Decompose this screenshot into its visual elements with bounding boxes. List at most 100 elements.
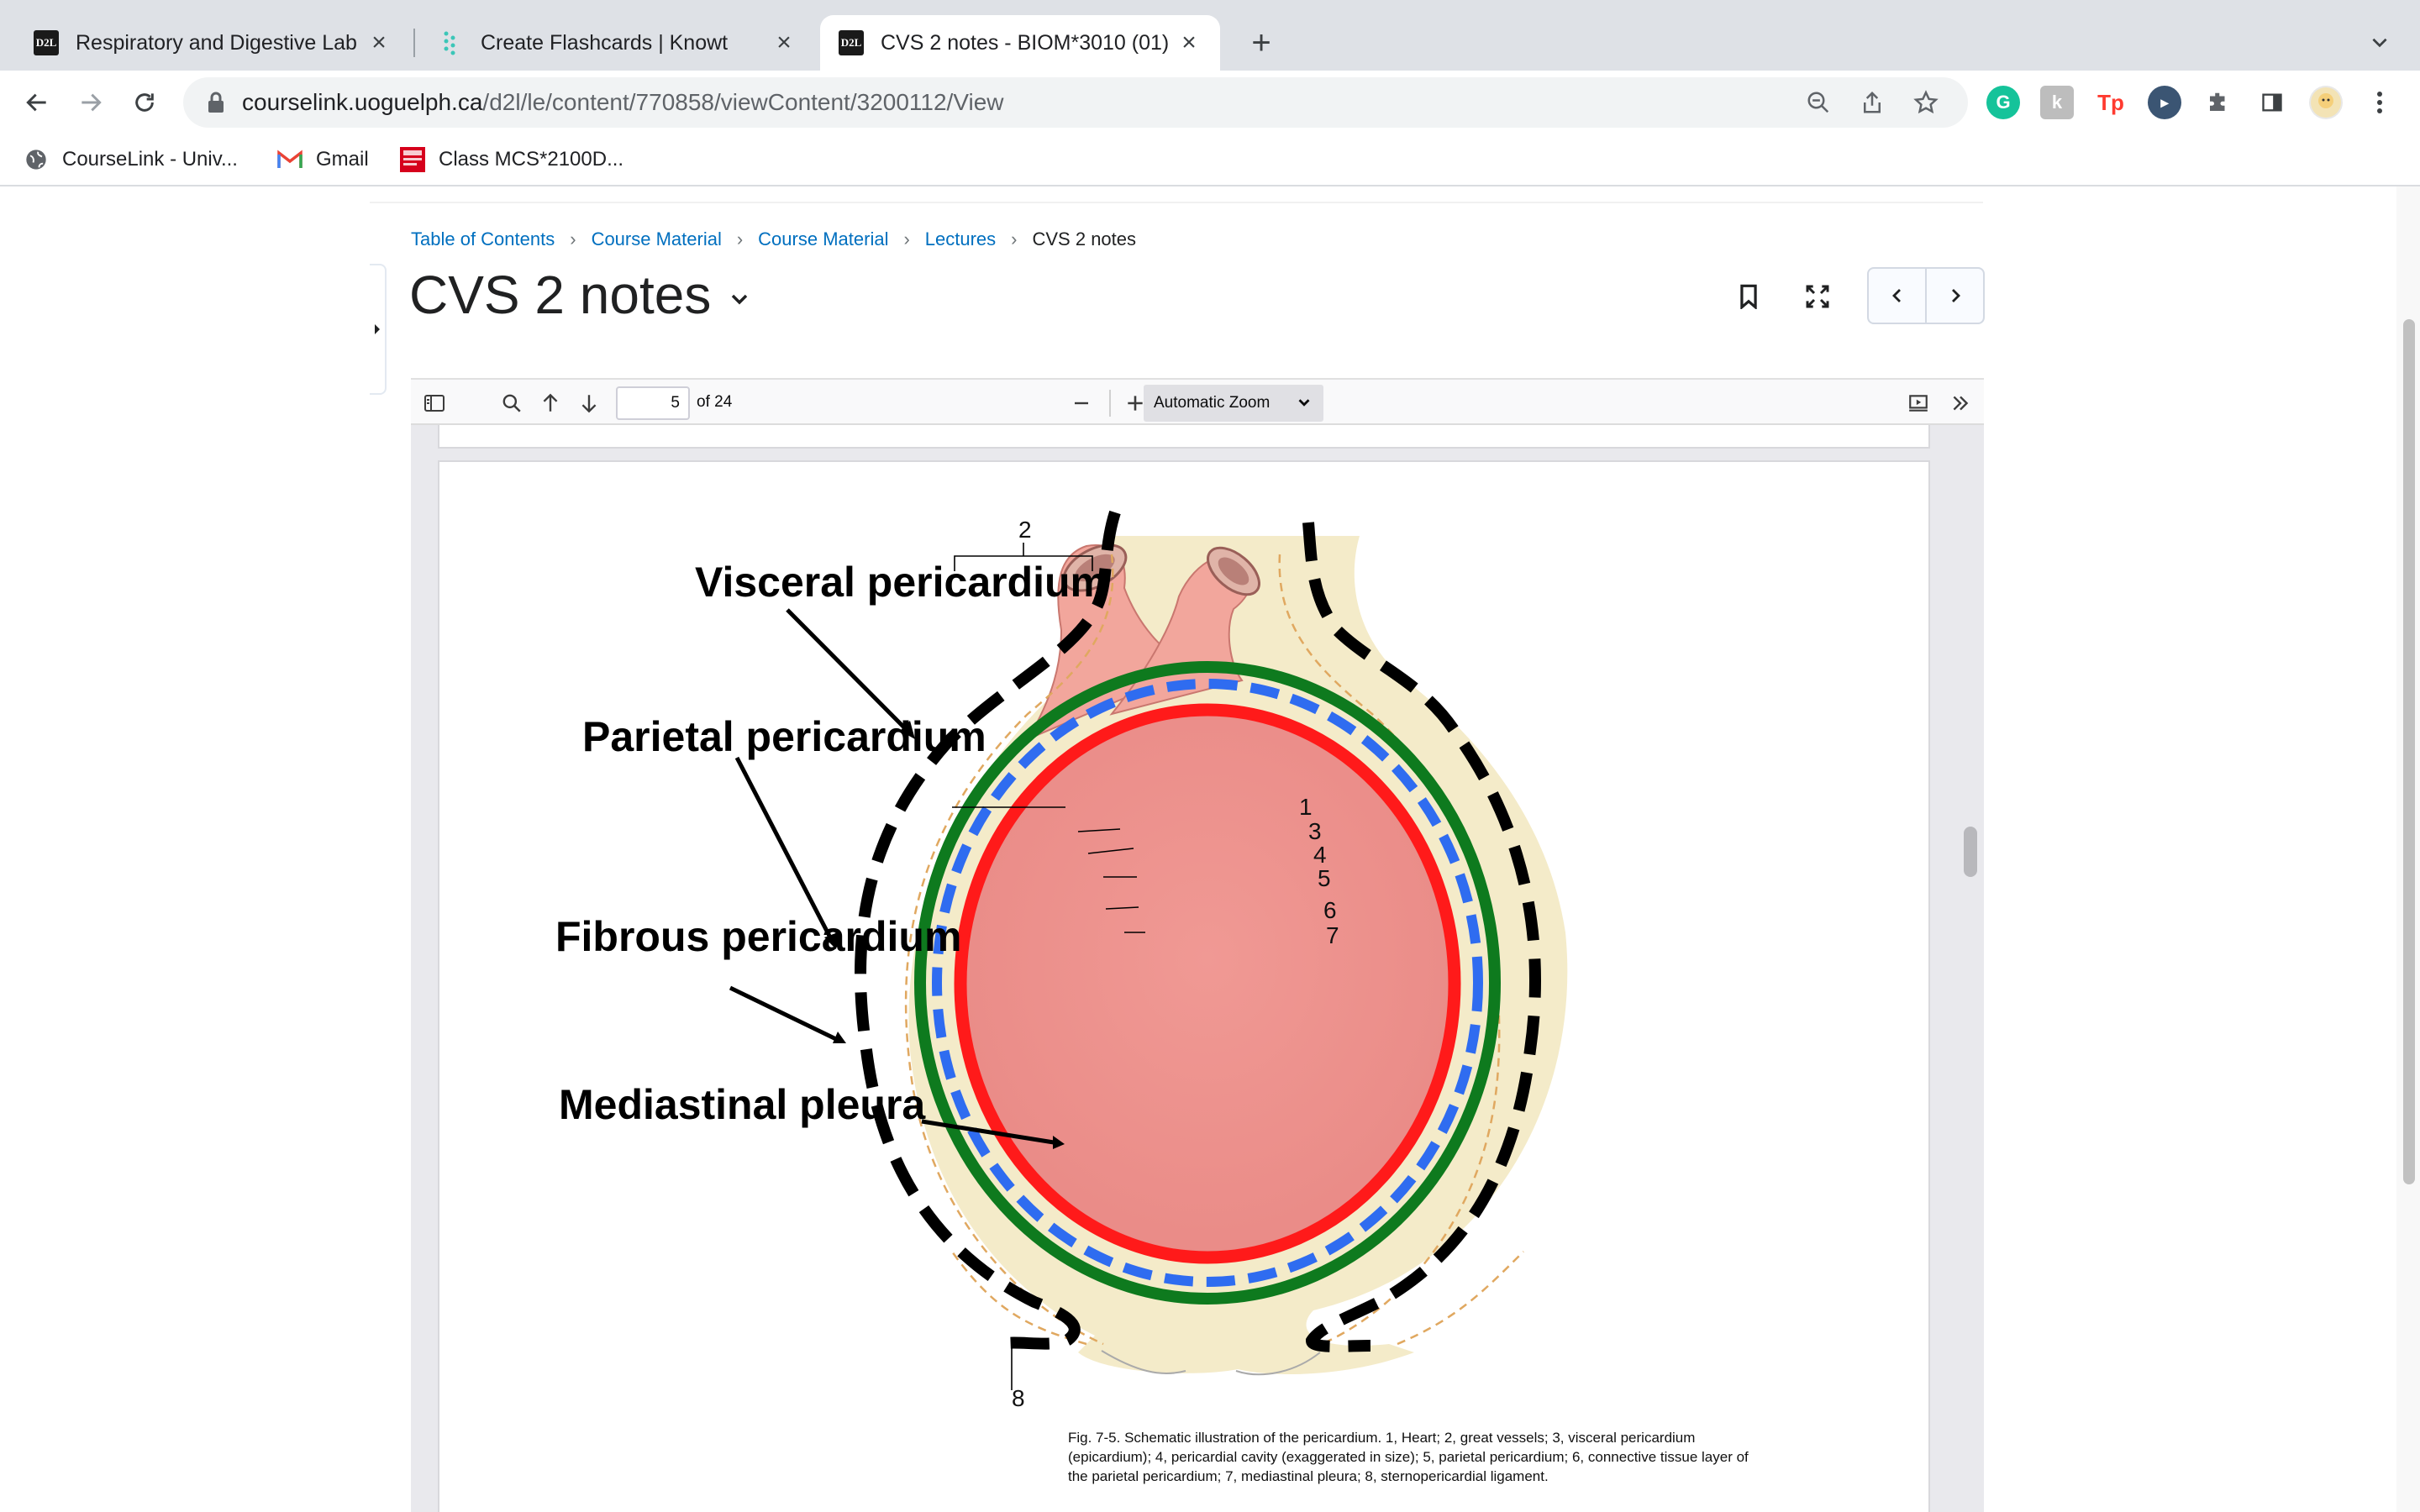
figure-number-8: 8 xyxy=(1012,1385,1025,1411)
bookmark-courselink[interactable]: CourseLink - Univ... xyxy=(24,143,238,176)
back-button[interactable] xyxy=(17,82,57,123)
tab-search-chevron-icon[interactable] xyxy=(2363,25,2396,59)
figure-number-2: 2 xyxy=(1018,517,1032,543)
tab-knowt-flashcards[interactable]: Create Flashcards | Knowt × xyxy=(420,15,815,71)
close-icon[interactable]: × xyxy=(371,29,387,56)
extension-k-icon[interactable]: k xyxy=(2040,86,2074,119)
address-bar[interactable]: courselink.uoguelph.ca/d2l/le/content/77… xyxy=(183,77,1968,128)
chevron-down-icon xyxy=(1295,393,1313,412)
pdf-page: 2 1 3 4 5 6 7 8 xyxy=(438,460,1930,1512)
zoom-value: Automatic Zoom xyxy=(1154,394,1270,412)
knowt-icon xyxy=(439,30,464,55)
share-icon[interactable] xyxy=(1854,86,1891,119)
chevron-right-icon: › xyxy=(903,228,910,249)
bookmark-label: Class MCS*2100D... xyxy=(439,148,624,171)
bookmark-class-mcs[interactable]: Class MCS*2100D... xyxy=(400,143,623,176)
page-content: Table of Contents › Course Material › Co… xyxy=(0,186,2420,1512)
bookmark-label: Gmail xyxy=(316,148,369,171)
next-page-icon[interactable] xyxy=(574,388,604,418)
search-icon[interactable] xyxy=(497,388,527,418)
tp-icon[interactable]: Tp xyxy=(2097,89,2124,115)
zoom-select[interactable]: Automatic Zoom xyxy=(1144,385,1323,422)
topic-nav xyxy=(1867,267,1985,324)
tab-title: Create Flashcards | Knowt xyxy=(481,30,729,55)
presentation-mode-icon[interactable] xyxy=(1903,388,1933,418)
next-topic-button[interactable] xyxy=(1927,269,1983,323)
divider xyxy=(370,202,1983,203)
previous-topic-button[interactable] xyxy=(1869,269,1927,323)
mcgraw-hill-icon xyxy=(400,147,425,172)
label-parietal-pericardium: Parietal pericardium xyxy=(582,713,986,760)
forward-button[interactable] xyxy=(71,82,111,123)
d2l-icon: D2L xyxy=(34,30,59,55)
label-visceral-pericardium: Visceral pericardium xyxy=(695,559,1108,606)
zoom-in-icon[interactable] xyxy=(1120,388,1150,418)
label-fibrous-pericardium: Fibrous pericardium xyxy=(555,913,962,960)
pdf-viewer[interactable]: 2 1 3 4 5 6 7 8 xyxy=(411,425,1984,1512)
breadcrumb-lectures[interactable]: Lectures xyxy=(924,228,997,249)
breadcrumb-course-material[interactable]: Course Material xyxy=(591,228,722,249)
reload-button[interactable] xyxy=(124,82,165,123)
figure-number-5: 5 xyxy=(1318,865,1331,891)
breadcrumb: Table of Contents › Course Material › Co… xyxy=(411,228,1136,250)
page-scrollbar-thumb[interactable] xyxy=(2403,319,2415,1184)
figure-number-6: 6 xyxy=(1323,897,1337,923)
breadcrumb-current: CVS 2 notes xyxy=(1032,228,1137,249)
bookmark-button[interactable] xyxy=(1719,269,1778,324)
tools-menu-icon[interactable] xyxy=(1945,388,1975,418)
bookmark-label: CourseLink - Univ... xyxy=(62,148,238,171)
tab-cvs2-notes[interactable]: D2L CVS 2 notes - BIOM*3010 (01) × xyxy=(820,15,1220,71)
avatar[interactable] xyxy=(2309,86,2343,119)
page-count: of 24 xyxy=(697,393,733,411)
grammarly-icon[interactable]: G xyxy=(1986,86,2020,119)
parietal-pericardium-ring xyxy=(932,679,1483,1287)
zoom-out-icon[interactable] xyxy=(1066,388,1097,418)
tab-title: CVS 2 notes - BIOM*3010 (01) xyxy=(881,30,1168,55)
bookmarks-bar: CourseLink - Univ... Gmail Class MCS*210… xyxy=(0,134,2420,186)
tab-separator xyxy=(413,29,415,57)
sidebar-toggle-icon[interactable] xyxy=(419,388,450,418)
page-number-input[interactable]: 5 xyxy=(616,386,690,420)
tab-respiratory-lab[interactable]: D2L Respiratory and Digestive Lab × xyxy=(15,15,410,71)
close-icon[interactable]: × xyxy=(1181,29,1197,56)
more-menu-icon[interactable] xyxy=(2363,86,2396,119)
fibrous-pericardium-ring xyxy=(914,661,1501,1305)
toc-panel-toggle[interactable] xyxy=(370,264,387,395)
chevron-right-icon: › xyxy=(570,228,576,249)
pericardium-diagram: 2 1 3 4 5 6 7 8 xyxy=(729,510,1568,1411)
new-tab-button[interactable]: + xyxy=(1251,24,1271,61)
tab-title: Respiratory and Digestive Lab xyxy=(76,30,357,55)
lock-icon[interactable] xyxy=(202,88,230,117)
cursor-icon[interactable]: ▸ xyxy=(2148,86,2181,119)
browser-toolbar: courselink.uoguelph.ca/d2l/le/content/77… xyxy=(0,71,2420,134)
title-dropdown-chevron-icon[interactable] xyxy=(726,286,753,312)
bookmark-gmail[interactable]: Gmail xyxy=(277,143,369,176)
page-title: CVS 2 notes xyxy=(409,265,712,325)
figure-caption: Fig. 7-5. Schematic illustration of the … xyxy=(1068,1430,1749,1484)
chevron-right-icon: › xyxy=(736,228,744,249)
url-path: /d2l/le/content/770858/viewContent/32001… xyxy=(482,89,1004,115)
zoom-out-icon[interactable] xyxy=(1800,86,1837,119)
fullscreen-button[interactable] xyxy=(1788,269,1847,324)
breadcrumb-table-of-contents[interactable]: Table of Contents xyxy=(411,228,555,249)
mediastinal-pleura-line-right xyxy=(1302,522,1541,1352)
mediastinal-pleura-line-left xyxy=(855,510,1121,1350)
gmail-icon xyxy=(277,147,302,172)
pdf-scrollbar-thumb[interactable] xyxy=(1964,827,1977,877)
page-scrollbar[interactable] xyxy=(2396,186,2420,1512)
previous-pdf-page xyxy=(438,425,1930,449)
pdf-toolbar: 5 of 24 Automatic Zoom xyxy=(411,378,1984,425)
divider xyxy=(1109,390,1111,417)
extensions-puzzle-icon[interactable] xyxy=(2202,86,2235,119)
d2l-icon: D2L xyxy=(839,30,864,55)
label-mediastinal-pleura: Mediastinal pleura xyxy=(559,1081,926,1128)
breadcrumb-course-material-2[interactable]: Course Material xyxy=(758,228,889,249)
bookmark-star-icon[interactable] xyxy=(1907,86,1944,119)
previous-page-icon[interactable] xyxy=(535,388,566,418)
figure-number-7: 7 xyxy=(1326,922,1339,948)
url-host: courselink.uoguelph.ca xyxy=(242,89,483,115)
figure-number-1: 1 xyxy=(1299,794,1313,820)
chevron-right-icon: › xyxy=(1011,228,1018,249)
close-icon[interactable]: × xyxy=(776,29,792,56)
side-panel-icon[interactable] xyxy=(2255,86,2289,119)
